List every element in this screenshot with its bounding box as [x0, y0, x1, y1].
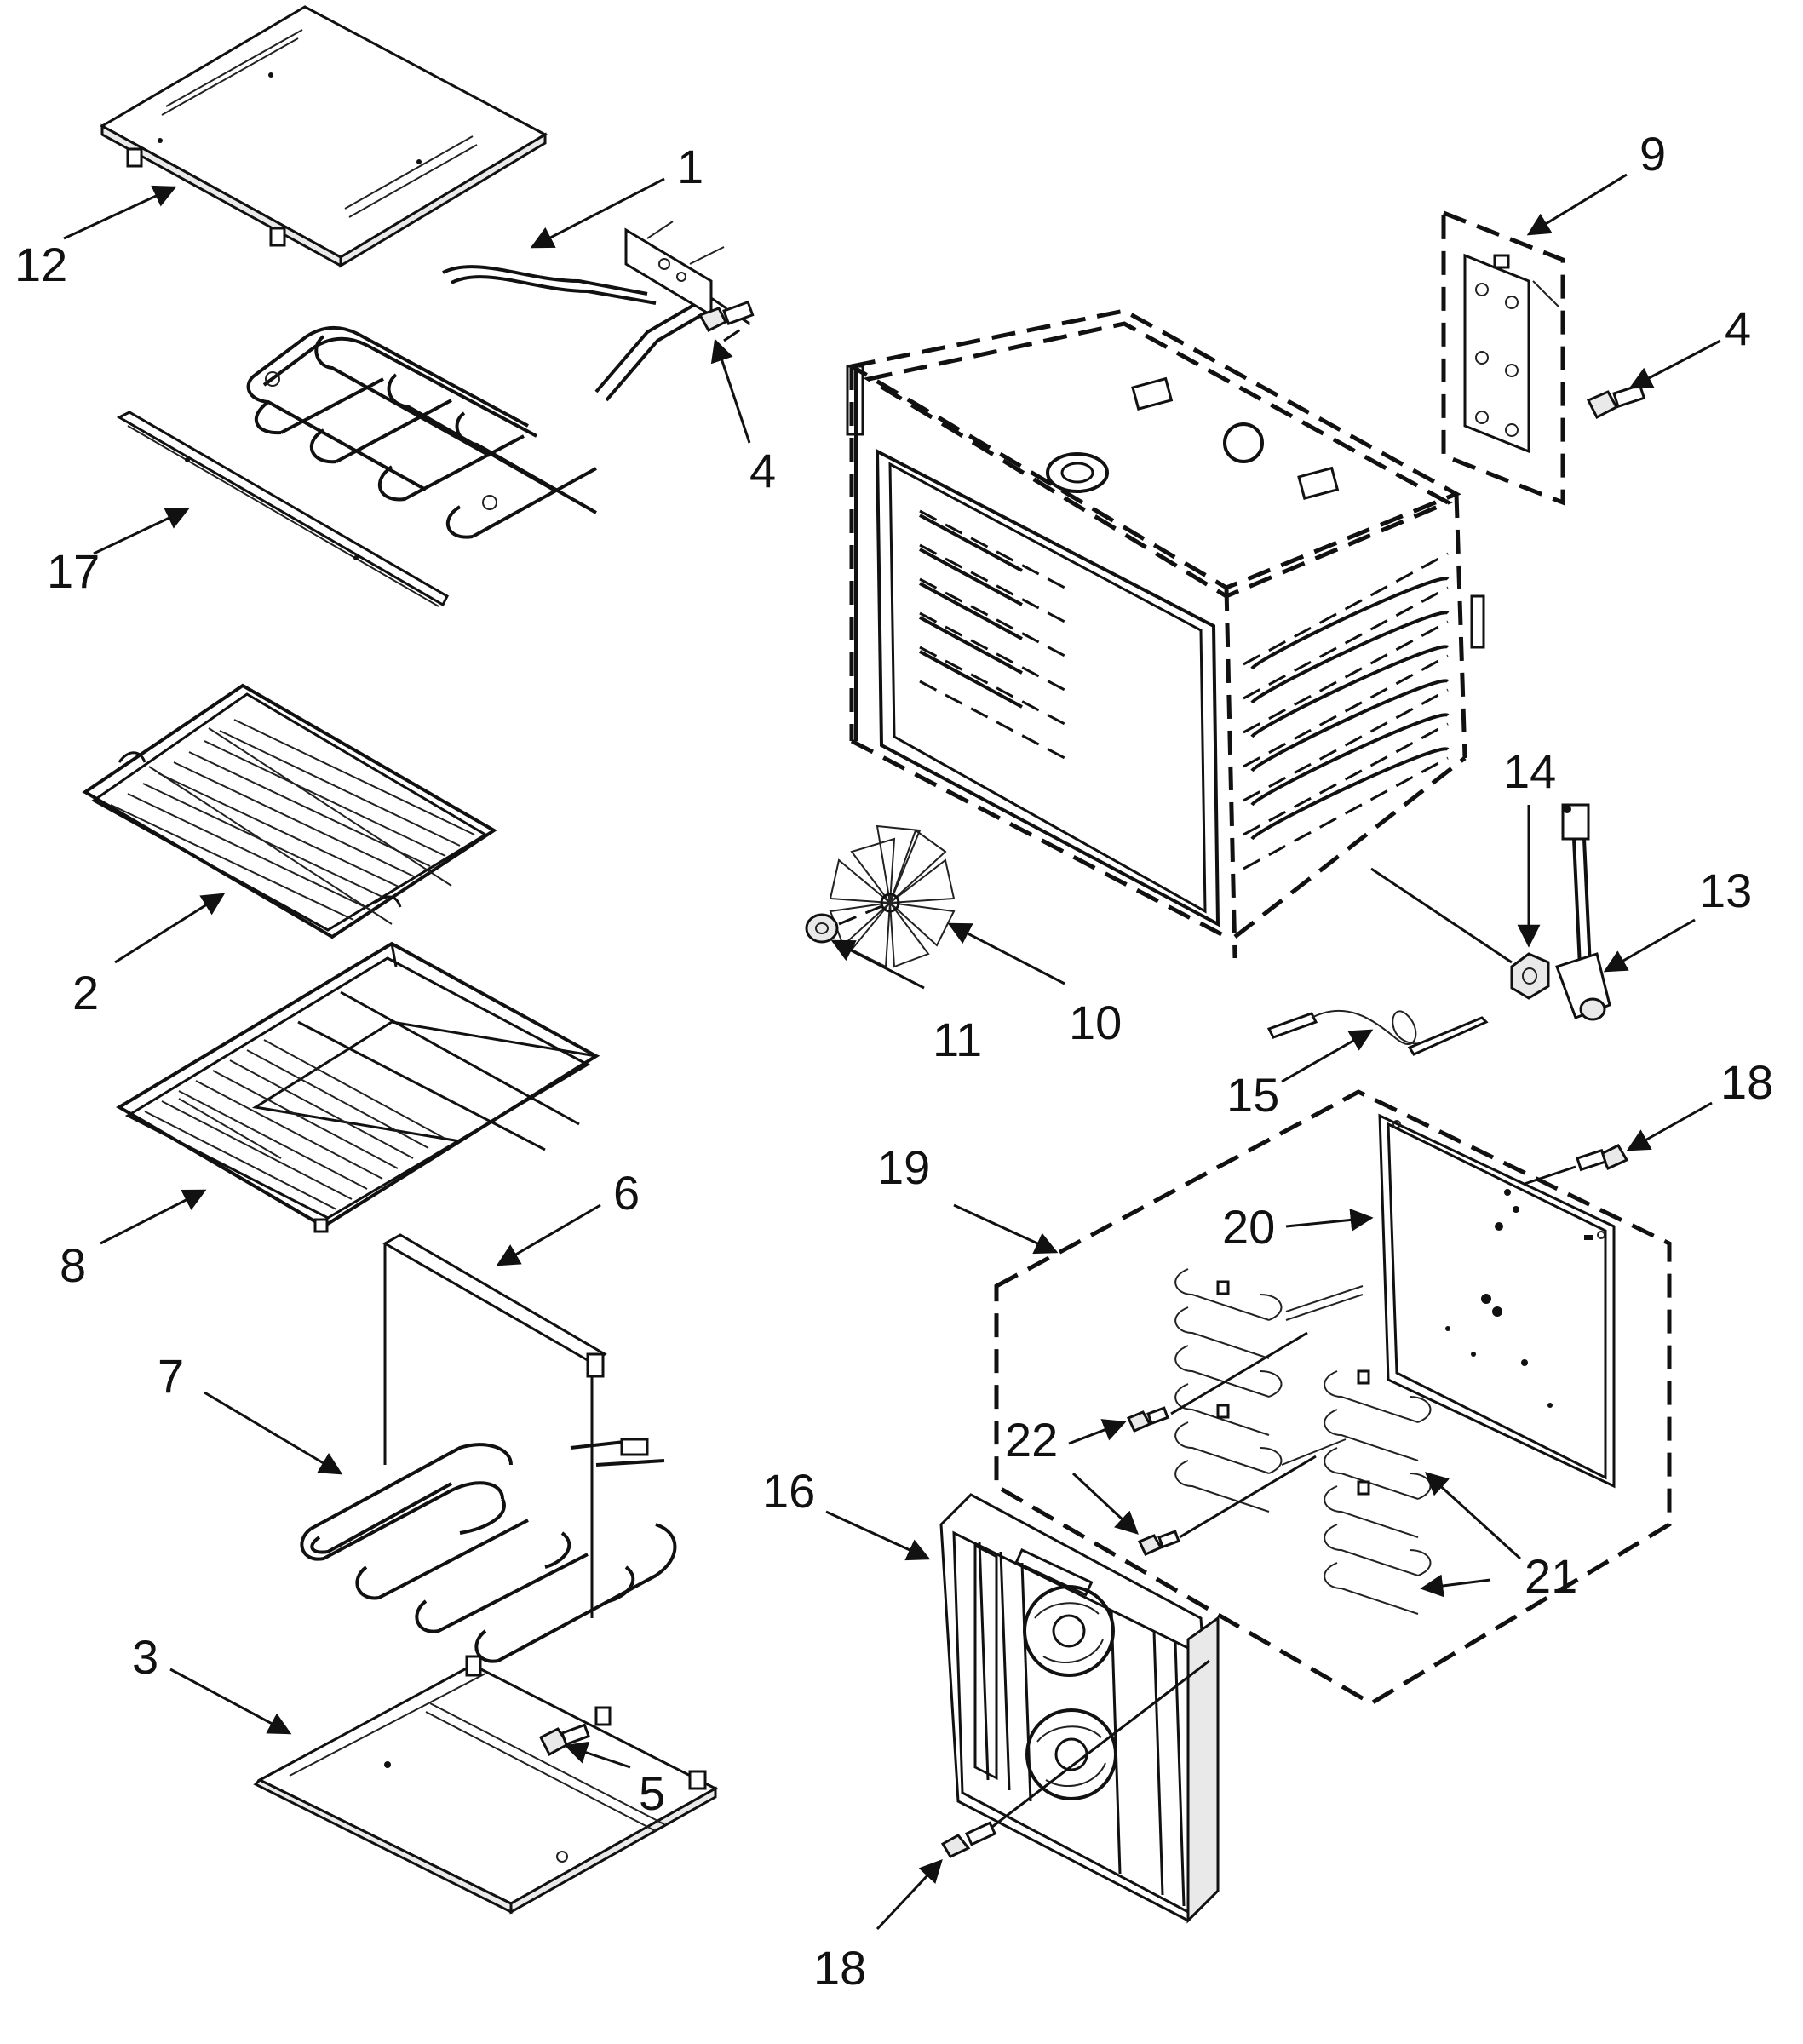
part-4-screw-left: [698, 300, 755, 332]
part-22-screws: [1126, 1331, 1317, 1556]
part-18-screw-top: [1524, 1144, 1629, 1186]
part-15-temp-sensor: [1266, 1009, 1489, 1056]
label-20: 20: [1222, 1200, 1275, 1254]
label-7: 7: [158, 1349, 184, 1403]
part-16-fan-cover: [939, 1493, 1220, 1924]
label-15: 15: [1226, 1068, 1279, 1122]
part-14-nut: [1370, 867, 1550, 1000]
part-7-bake-element: [300, 1438, 677, 1663]
label-4-right: 4: [1725, 301, 1751, 355]
part-12-top-panel: [99, 5, 548, 268]
part-21-convection-element: [1174, 1268, 1432, 1615]
label-19: 19: [877, 1140, 930, 1194]
label-5: 5: [639, 1766, 665, 1820]
label-18-bottom: 18: [813, 1941, 866, 1995]
part-20-back-panel: [1378, 1113, 1616, 1489]
label-13: 13: [1699, 864, 1752, 917]
part-13-fan-motor: [1555, 803, 1611, 1021]
oven-cavity: [846, 308, 1485, 959]
part-8-sliding-rack: [116, 941, 600, 1233]
part-9-bracket: [1441, 210, 1565, 506]
part-number-labels: 12 1 4 17 2 8 6 7 3 5 9 4 10 11 14 13 15…: [14, 127, 1773, 1995]
label-11: 11: [933, 1013, 982, 1066]
part-5-screw: [538, 1723, 591, 1757]
part-19-convection-assembly: [994, 1089, 1672, 1706]
label-12: 12: [14, 238, 67, 291]
label-21: 21: [1525, 1549, 1577, 1603]
label-14: 14: [1503, 744, 1556, 798]
label-1: 1: [677, 140, 703, 193]
label-18-top: 18: [1720, 1055, 1773, 1109]
part-2-oven-rack: [82, 683, 497, 939]
part-4-screw-right: [1586, 383, 1646, 420]
label-4-left: 4: [749, 444, 776, 497]
part-18-screw-bottom: [940, 1659, 1210, 1858]
part-6-support: [382, 1233, 607, 1618]
part-11-nut: [805, 913, 839, 944]
part-17-rail: [116, 411, 449, 607]
label-10: 10: [1069, 996, 1122, 1049]
leader-arrows: [63, 173, 1721, 1931]
label-16: 16: [762, 1464, 815, 1518]
label-22: 22: [1005, 1413, 1058, 1467]
part-10-fan-blade: [829, 824, 956, 968]
label-8: 8: [60, 1238, 86, 1292]
label-6: 6: [613, 1166, 640, 1220]
part-3-bottom-panel: [253, 1655, 719, 1915]
label-2: 2: [72, 966, 99, 1019]
label-9: 9: [1639, 127, 1666, 181]
label-17: 17: [47, 544, 100, 598]
label-3: 3: [132, 1630, 158, 1684]
part-1-broil-element: [246, 221, 750, 539]
